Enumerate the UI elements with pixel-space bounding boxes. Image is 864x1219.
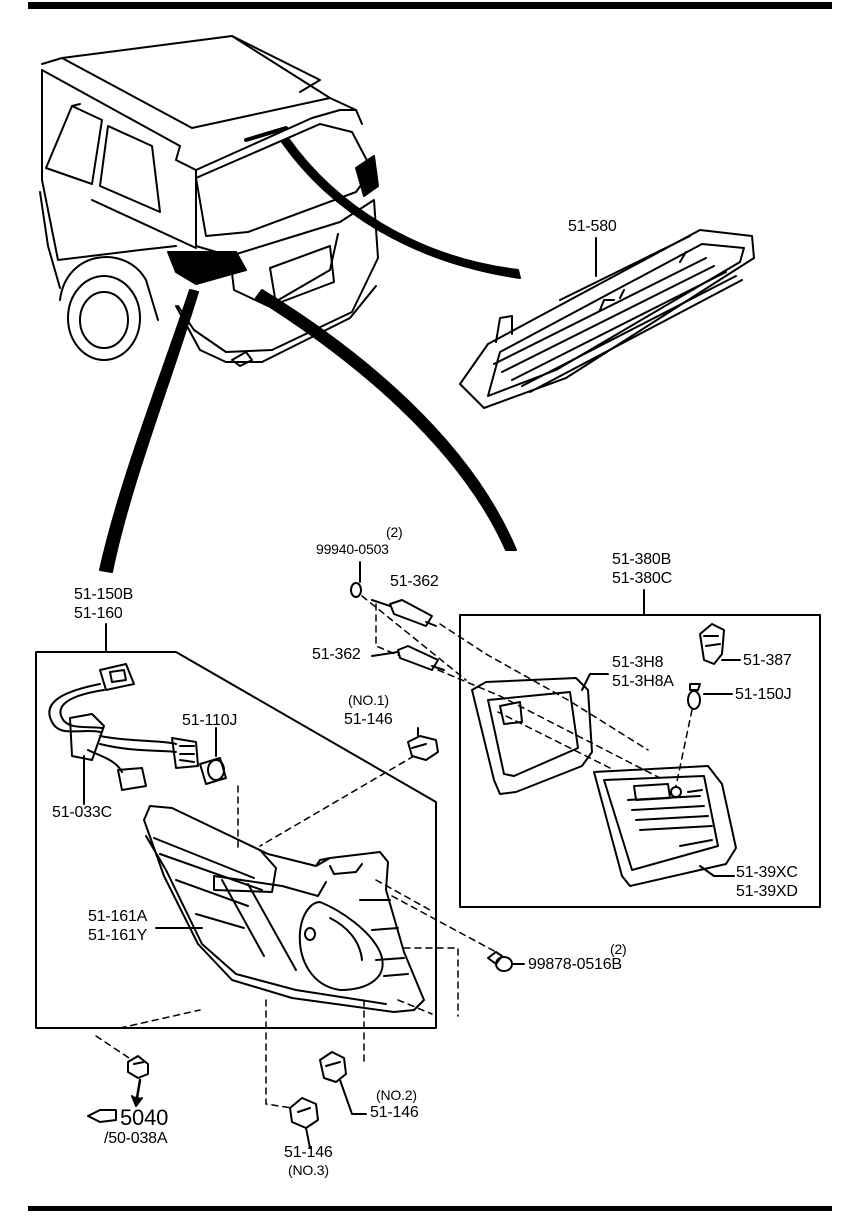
bottom-rule (28, 1206, 832, 1211)
leader-to-580 (281, 137, 521, 279)
high-mount-stop-lamp (459, 229, 755, 409)
top-rule (28, 2, 832, 9)
label-51-146-no3: 51-146 (284, 1144, 333, 1161)
socket (699, 623, 741, 665)
outer-lamp-body (143, 805, 425, 1013)
label-51-160: 51-160 (74, 605, 123, 622)
label-51-146-no2: 51-146 (370, 1104, 419, 1121)
label-5040: 5040 (120, 1105, 169, 1130)
bolt (487, 951, 525, 972)
wiring-harness (48, 663, 199, 793)
studs (371, 599, 445, 671)
label-51-3h8a: 51-3H8A (612, 673, 674, 690)
leader-39xc (699, 865, 735, 877)
inner-assembly-lines (361, 595, 693, 787)
clip (127, 1055, 149, 1107)
label-screw-qty: (2) (386, 524, 403, 540)
nut-no2 (319, 1051, 367, 1115)
nut-no1 (407, 727, 439, 761)
label-50-038a: /50-038A (104, 1130, 168, 1147)
label-no3: (NO.3) (288, 1162, 329, 1178)
label-99878-0516b: 99878-0516B (528, 956, 622, 973)
outer-assembly-lines (95, 755, 497, 1109)
inner-lamp-frame (459, 614, 821, 908)
label-51-161a: 51-161A (88, 908, 148, 925)
label-51-380c: 51-380C (612, 570, 672, 587)
label-51-39xd: 51-39XD (736, 883, 798, 900)
nut-no3 (289, 1097, 319, 1149)
label-99940-0503: 99940-0503 (316, 541, 389, 557)
label-51-580: 51-580 (568, 218, 617, 235)
outer-lamp-frame (35, 651, 437, 1029)
outer-bulb (199, 727, 227, 785)
label-51-380b: 51-380B (612, 551, 672, 568)
leader-to-outer-lamp (99, 289, 199, 573)
label-no1: (NO.1) (348, 692, 389, 708)
label-51-387: 51-387 (743, 652, 792, 669)
inner-bulb (687, 683, 733, 710)
label-51-146-no1: 51-146 (344, 711, 393, 728)
label-51-3h8: 51-3H8 (612, 654, 664, 671)
label-51-362-upper: 51-362 (390, 573, 439, 590)
label-no2: (NO.2) (376, 1087, 417, 1103)
screw (350, 561, 362, 598)
label-51-033c: 51-033C (52, 804, 112, 821)
label-bolt-qty: (2) (610, 941, 627, 957)
inner-lens (593, 765, 737, 887)
leader-3h8 (581, 673, 609, 691)
label-51-161y: 51-161Y (88, 927, 148, 944)
label-51-150j: 51-150J (735, 686, 792, 703)
label-51-362-lower: 51-362 (312, 646, 361, 663)
vehicle-illustration (39, 35, 379, 367)
reference-pointer-icon (87, 1109, 117, 1123)
label-51-110j: 51-110J (182, 712, 238, 729)
label-51-150b: 51-150B (74, 586, 134, 603)
leader-to-inner-lamp (255, 289, 517, 551)
gasket (471, 677, 593, 795)
label-51-39xc: 51-39XC (736, 864, 798, 881)
